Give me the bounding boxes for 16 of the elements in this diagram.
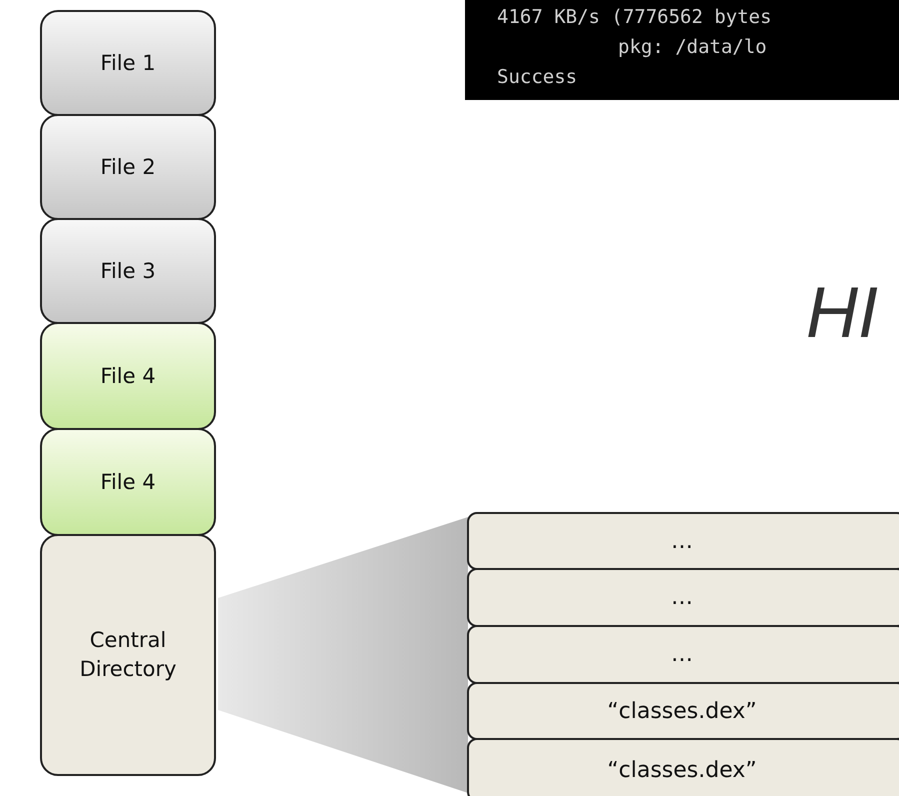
entry-row: “classes.dex” [467,682,899,740]
directory-block: Central Directory [40,534,216,776]
terminal-line: 4167 KB/s (7776562 bytes [497,6,772,28]
terminal-line: Success [497,66,578,88]
entry-row: “classes.dex” [467,738,899,796]
file-block: File 4 [40,428,216,536]
entry-row: … [467,625,899,684]
terminal-line: pkg: /data/lo [618,36,767,58]
file-block: File 1 [40,10,216,116]
entry-row: … [467,568,899,627]
file-block: File 4 [40,322,216,430]
entry-row: … [467,512,899,570]
zoom-wedge [218,517,468,793]
file-block: File 2 [40,114,216,220]
file-block: File 3 [40,218,216,324]
heading-text: HI [806,272,878,354]
